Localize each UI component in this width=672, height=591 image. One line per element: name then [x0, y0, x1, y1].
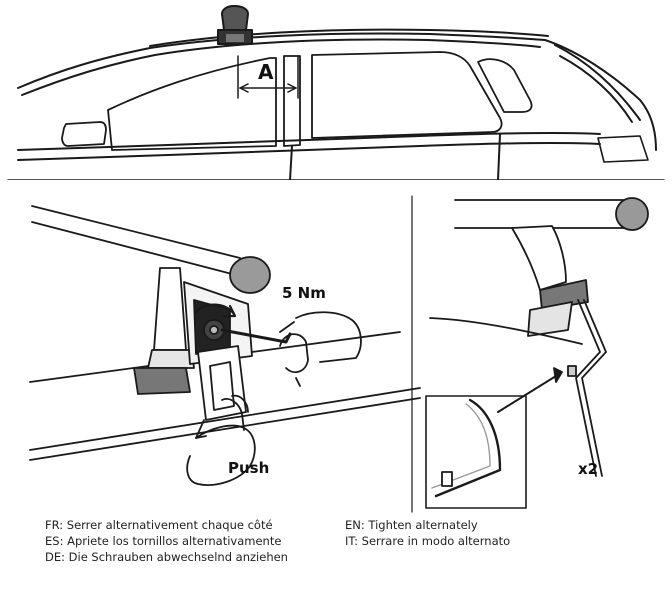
instructions-right: EN: Tighten alternately IT: Serrare in m… [345, 517, 510, 549]
instruction-es: ES: Apriete los tornillos alternativamen… [45, 534, 282, 548]
instruction-fr: FR: Serrer alternativement chaque côté [45, 518, 273, 532]
car-side-view [7, 5, 665, 180]
dimension-label: A [258, 60, 274, 84]
instruction-de: DE: Die Schrauben abwechselnd anziehen [45, 550, 288, 564]
quantity-label: x2 [578, 460, 599, 478]
push-label: Push [228, 459, 270, 477]
instructions-left: FR: Serrer alternativement chaque côté E… [45, 517, 288, 565]
torque-label: 5 Nm [282, 284, 326, 302]
instruction-en: EN: Tighten alternately [345, 518, 478, 532]
instruction-it: IT: Serrare in modo alternato [345, 534, 511, 548]
